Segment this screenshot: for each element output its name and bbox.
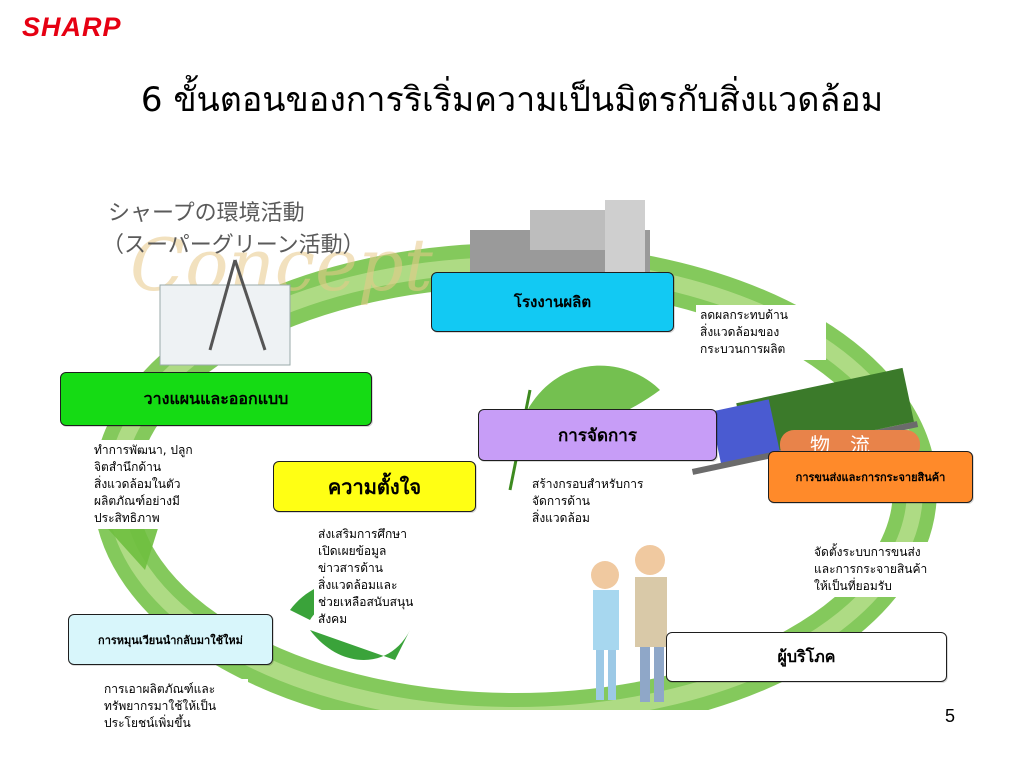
recycling-step-label: การหมุนเวียนนำกลับมาใช้ใหม่ bbox=[68, 614, 273, 665]
logistics-step-description: จัดตั้งระบบการขนส่ง และการกระจายสินค้า ใ… bbox=[810, 542, 958, 597]
management-step-label: การจัดการ bbox=[478, 409, 717, 461]
page-number: 5 bbox=[945, 706, 956, 726]
planning-step-label: วางแผนและออกแบบ bbox=[60, 372, 372, 426]
commitment-step-label: ความตั้งใจ bbox=[273, 461, 476, 512]
recycling-step-description: การเอาผลิตภัณฑ์และ ทรัพยากรมาใช้ให้เป็น … bbox=[100, 679, 248, 734]
logistics-step-label: การขนส่งและการกระจายสินค้า bbox=[768, 451, 973, 503]
sharp-logo: SHARP bbox=[22, 12, 122, 42]
factory-step-label: โรงงานผลิต bbox=[431, 272, 674, 332]
factory-step-description: ลดผลกระทบด้าน สิ่งแวดล้อมของ กระบวนการผล… bbox=[696, 305, 826, 360]
planning-step-description: ทำการพัฒนา, ปลูก จิตสำนึกด้าน สิ่งแวดล้อ… bbox=[90, 440, 233, 529]
commitment-step-description: ส่งเสริมการศึกษา เปิดเผยข้อมูล ข่าวสารด้… bbox=[314, 524, 452, 630]
consumer-step-label: ผู้บริโภค bbox=[666, 632, 947, 682]
slide-title: 6 ขั้นตอนของการริเริ่มความเป็นมิตรกับสิ่… bbox=[140, 80, 884, 120]
svg-text:（スーパーグリーン活動）: （スーパーグリーン活動） bbox=[102, 233, 365, 258]
svg-text:シャープの環境活動: シャープの環境活動 bbox=[108, 201, 305, 226]
management-step-description: สร้างกรอบสำหรับการ จัดการด้าน สิ่งแวดล้อ… bbox=[528, 474, 676, 529]
